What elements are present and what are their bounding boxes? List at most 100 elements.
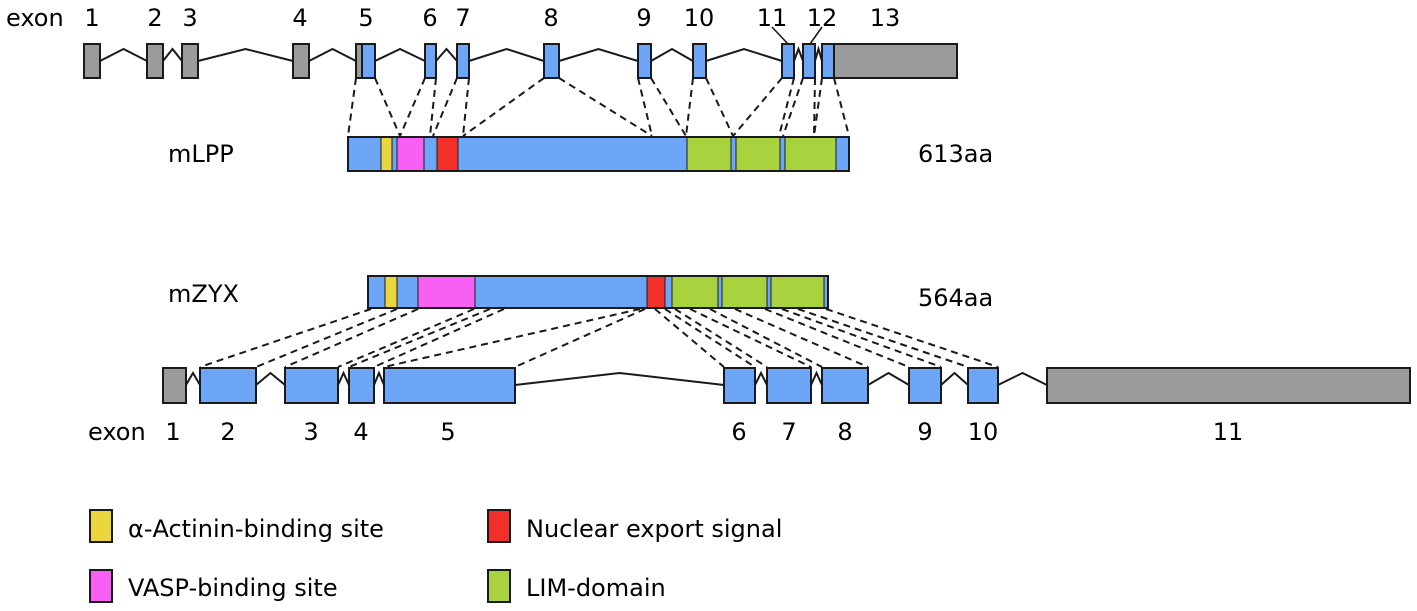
lpp-mapping-line (813, 77, 823, 137)
lpp-exon-4 (292, 43, 310, 79)
zyx-intron (255, 371, 286, 386)
zyx-mapping-line (689, 308, 812, 368)
zyx-domain-pink (417, 275, 476, 309)
legend-label-lim: LIM-domain (526, 574, 666, 602)
legend-swatch-actinin (89, 509, 113, 543)
lpp-intron (650, 47, 694, 62)
zyx-mapping-line (199, 308, 372, 368)
zyx-intron (185, 371, 201, 386)
lpp-intron (558, 47, 639, 62)
legend-label-nes: Nuclear export signal (526, 515, 782, 543)
zyx-mapping-line (514, 308, 646, 368)
zyx-exon-number-3: 3 (303, 418, 318, 446)
zyx-mapping-line (284, 308, 419, 368)
lpp-protein-length: 613aa (918, 140, 993, 168)
zyx-mapping-line (734, 308, 869, 368)
lpp-domain-yellow (380, 136, 393, 172)
zyx-mapping-line (825, 308, 999, 368)
lpp-mapping-line (432, 77, 458, 137)
zyx-mapping-line (255, 308, 398, 368)
zyx-mapping-line (674, 308, 768, 368)
zyx-mapping-line (654, 308, 725, 368)
lpp-mapping-line (347, 77, 357, 137)
zyx-exon-11 (1046, 367, 1411, 404)
lpp-mapping-line (685, 77, 694, 137)
lpp-exon-8 (543, 43, 560, 79)
zyx-exon-number-6: 6 (731, 418, 746, 446)
zyx-exon-2 (199, 367, 257, 404)
lpp-mapping-line (462, 77, 545, 137)
legend: α-Actinin-binding site Nuclear export si… (89, 509, 782, 603)
lpp-protein: mLPP 613aa (168, 136, 993, 172)
lpp-exon-10 (692, 43, 707, 79)
zyx-domain-green (721, 275, 768, 309)
zyx-exon-number-2: 2 (220, 418, 235, 446)
zyx-exon-7 (766, 367, 812, 404)
zyx-mapping-line (664, 308, 756, 368)
lpp-exon-protein-mapping (347, 77, 850, 137)
lpp-domain-pink (396, 136, 425, 172)
zyx-exon-1 (162, 367, 187, 404)
lpp-exon-number-9: 9 (636, 4, 651, 32)
zyx-intron (940, 371, 969, 386)
zyx-mapping-line (797, 308, 969, 368)
zyx-exon-3 (284, 367, 339, 404)
lpp-exon-9 (637, 43, 652, 79)
lpp-mapping-line (705, 77, 734, 137)
lpp-exon-1 (83, 43, 101, 79)
zyx-intron (337, 370, 350, 386)
lpp-exon-2 (146, 43, 164, 79)
legend-swatch-lim (487, 569, 511, 603)
lpp-exon-number-3: 3 (182, 4, 197, 32)
lpp-domain-green (784, 136, 837, 172)
lpp-mapping-line (637, 77, 653, 137)
zyx-exon-number-9: 9 (917, 418, 932, 446)
legend-swatch-nes (487, 509, 511, 543)
zyx-domain-green (770, 275, 825, 309)
lpp-mapping-line (650, 77, 687, 137)
lpp-exon-11 (781, 43, 795, 79)
zyx-mapping-line (764, 308, 910, 368)
zyx-exon-number-1: 1 (165, 418, 180, 446)
lpp-domain-green (686, 136, 732, 172)
zyx-protein-name: mZYX (168, 280, 239, 308)
lpp-mapping-line (813, 77, 816, 137)
lpp-exon-number-7: 7 (455, 4, 470, 32)
zyx-exon-protein-mapping (199, 308, 999, 368)
zyx-exon-number-11: 11 (1213, 418, 1244, 446)
lpp-exon-number-8: 8 (543, 4, 558, 32)
lpp-exon-5 (355, 43, 376, 79)
lpp-intron (468, 47, 545, 62)
zyx-exon-number-4: 4 (353, 418, 368, 446)
zyx-intron (810, 370, 823, 386)
zyx-protein: mZYX 564aa (168, 275, 993, 312)
lpp-intron (793, 46, 804, 62)
zyx-exon-10 (967, 367, 999, 404)
lpp-mapping-line (558, 77, 653, 137)
lpp-mapping-line (429, 77, 437, 137)
lpp-intron (308, 47, 357, 62)
zyx-exon-6 (723, 367, 756, 404)
lpp-exon-number-5: 5 (358, 4, 373, 32)
zyx-intron (754, 370, 768, 386)
lpp-exon-12 (802, 43, 816, 79)
lpp-intron (374, 47, 426, 62)
zyx-exon-9 (908, 367, 942, 404)
lpp-mapping-line (732, 77, 783, 137)
lpp-exon-number-4: 4 (292, 4, 307, 32)
zyx-mapping-line (348, 308, 491, 368)
zyx-intron (997, 371, 1048, 386)
zyx-mapping-line (709, 308, 823, 368)
zyx-exon-number-10: 10 (968, 418, 999, 446)
lpp-mapping-line (833, 77, 850, 137)
zyx-intron (867, 371, 910, 386)
zyx-exon-number-5: 5 (440, 418, 455, 446)
zyx-exon-number-7: 7 (781, 418, 796, 446)
zyx-intron (373, 370, 385, 386)
lpp-domain-green (735, 136, 781, 172)
lpp-exon-6 (424, 43, 437, 79)
lpp-exon-word: exon (6, 4, 64, 32)
